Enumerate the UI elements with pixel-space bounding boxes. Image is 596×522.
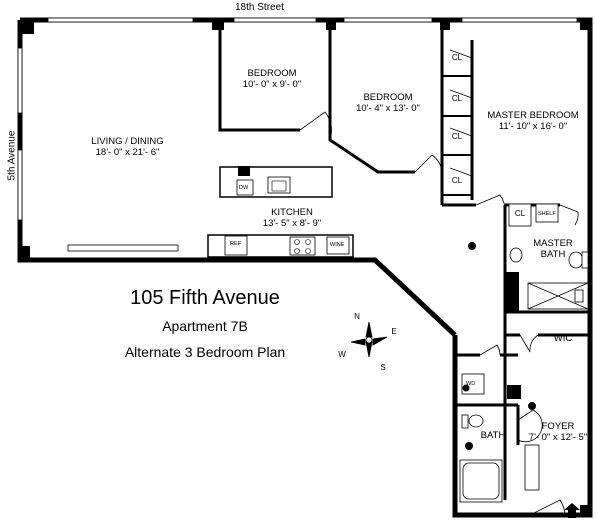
washer-dryer-label: WD bbox=[466, 381, 476, 387]
room-master-bath: MASTER BATH bbox=[525, 238, 581, 260]
room-name: LIVING / DINING bbox=[91, 136, 164, 147]
room-bedroom-2: BEDROOM 10'- 4" x 13'- 0" bbox=[348, 92, 428, 114]
room-name-line1: MASTER bbox=[533, 238, 573, 249]
compass-rose bbox=[350, 321, 388, 358]
room-living-dining: LIVING / DINING 18'- 0" x 21'- 6" bbox=[80, 136, 175, 158]
room-dims: 7'- 0" x 12'- 5" bbox=[528, 432, 588, 443]
room-name: MASTER BEDROOM bbox=[487, 110, 579, 121]
room-kitchen: KITCHEN 13'- 5" x 8'- 9" bbox=[252, 207, 332, 229]
room-foyer: FOYER 7'- 0" x 12'- 5" bbox=[527, 421, 589, 443]
entry-arrow bbox=[564, 503, 580, 518]
shelf-label: SHELF bbox=[538, 211, 556, 217]
room-name: KITCHEN bbox=[271, 207, 313, 218]
street-label-north: 18th Street bbox=[235, 2, 284, 13]
street-label-west: 5th Avenue bbox=[6, 130, 18, 181]
compass-east: E bbox=[391, 327, 397, 336]
room-master-bedroom: MASTER BEDROOM 11'- 10" x 16'- 0" bbox=[483, 110, 583, 132]
room-name-line2: BATH bbox=[540, 249, 566, 260]
room-name: BEDROOM bbox=[363, 92, 413, 103]
interior-walls bbox=[218, 20, 590, 500]
room-name: BEDROOM bbox=[247, 68, 297, 79]
kitchen-island bbox=[219, 166, 333, 198]
room-dims: 10'- 4" x 13'- 0" bbox=[356, 103, 420, 114]
plan-name: Alternate 3 Bedroom Plan bbox=[124, 344, 286, 360]
room-bedroom-1: BEDROOM 10'- 0" x 9'- 0" bbox=[232, 68, 312, 90]
room-dims: 13'- 5" x 8'- 9" bbox=[262, 218, 322, 229]
room-dims: 10'- 0" x 9'- 0" bbox=[242, 79, 302, 90]
building-address: 105 Fifth Avenue bbox=[130, 287, 280, 309]
closet-label: CL bbox=[451, 53, 463, 62]
closet-label: CL bbox=[514, 209, 526, 218]
room-dims: 11'- 10" x 16'- 0" bbox=[498, 121, 568, 132]
door-swings bbox=[299, 49, 579, 516]
compass-west: W bbox=[338, 350, 346, 359]
fixture-dots bbox=[462, 242, 536, 450]
north-windows bbox=[47, 17, 578, 23]
room-wic: WIC bbox=[553, 333, 573, 344]
room-name: FOYER bbox=[541, 421, 575, 432]
wine-fridge-label: WINE bbox=[330, 242, 345, 248]
room-bath: BATH bbox=[480, 430, 506, 441]
dishwasher-label: DW bbox=[239, 185, 249, 191]
refrigerator-label: REF bbox=[230, 241, 241, 247]
closet-label: CL bbox=[451, 176, 463, 185]
room-dims: 18'- 0" x 21'- 6" bbox=[95, 147, 160, 158]
master-bath-fixtures bbox=[508, 203, 589, 310]
west-windows bbox=[17, 47, 23, 221]
closet-walls bbox=[442, 75, 472, 196]
kitchen-counter bbox=[67, 234, 354, 258]
apartment-number: Apartment 7B bbox=[162, 318, 248, 334]
bath-fixtures bbox=[459, 373, 540, 503]
compass-south: S bbox=[380, 363, 386, 372]
closet-label: CL bbox=[451, 132, 463, 141]
compass-north: N bbox=[354, 312, 360, 321]
closet-label: CL bbox=[451, 94, 463, 103]
